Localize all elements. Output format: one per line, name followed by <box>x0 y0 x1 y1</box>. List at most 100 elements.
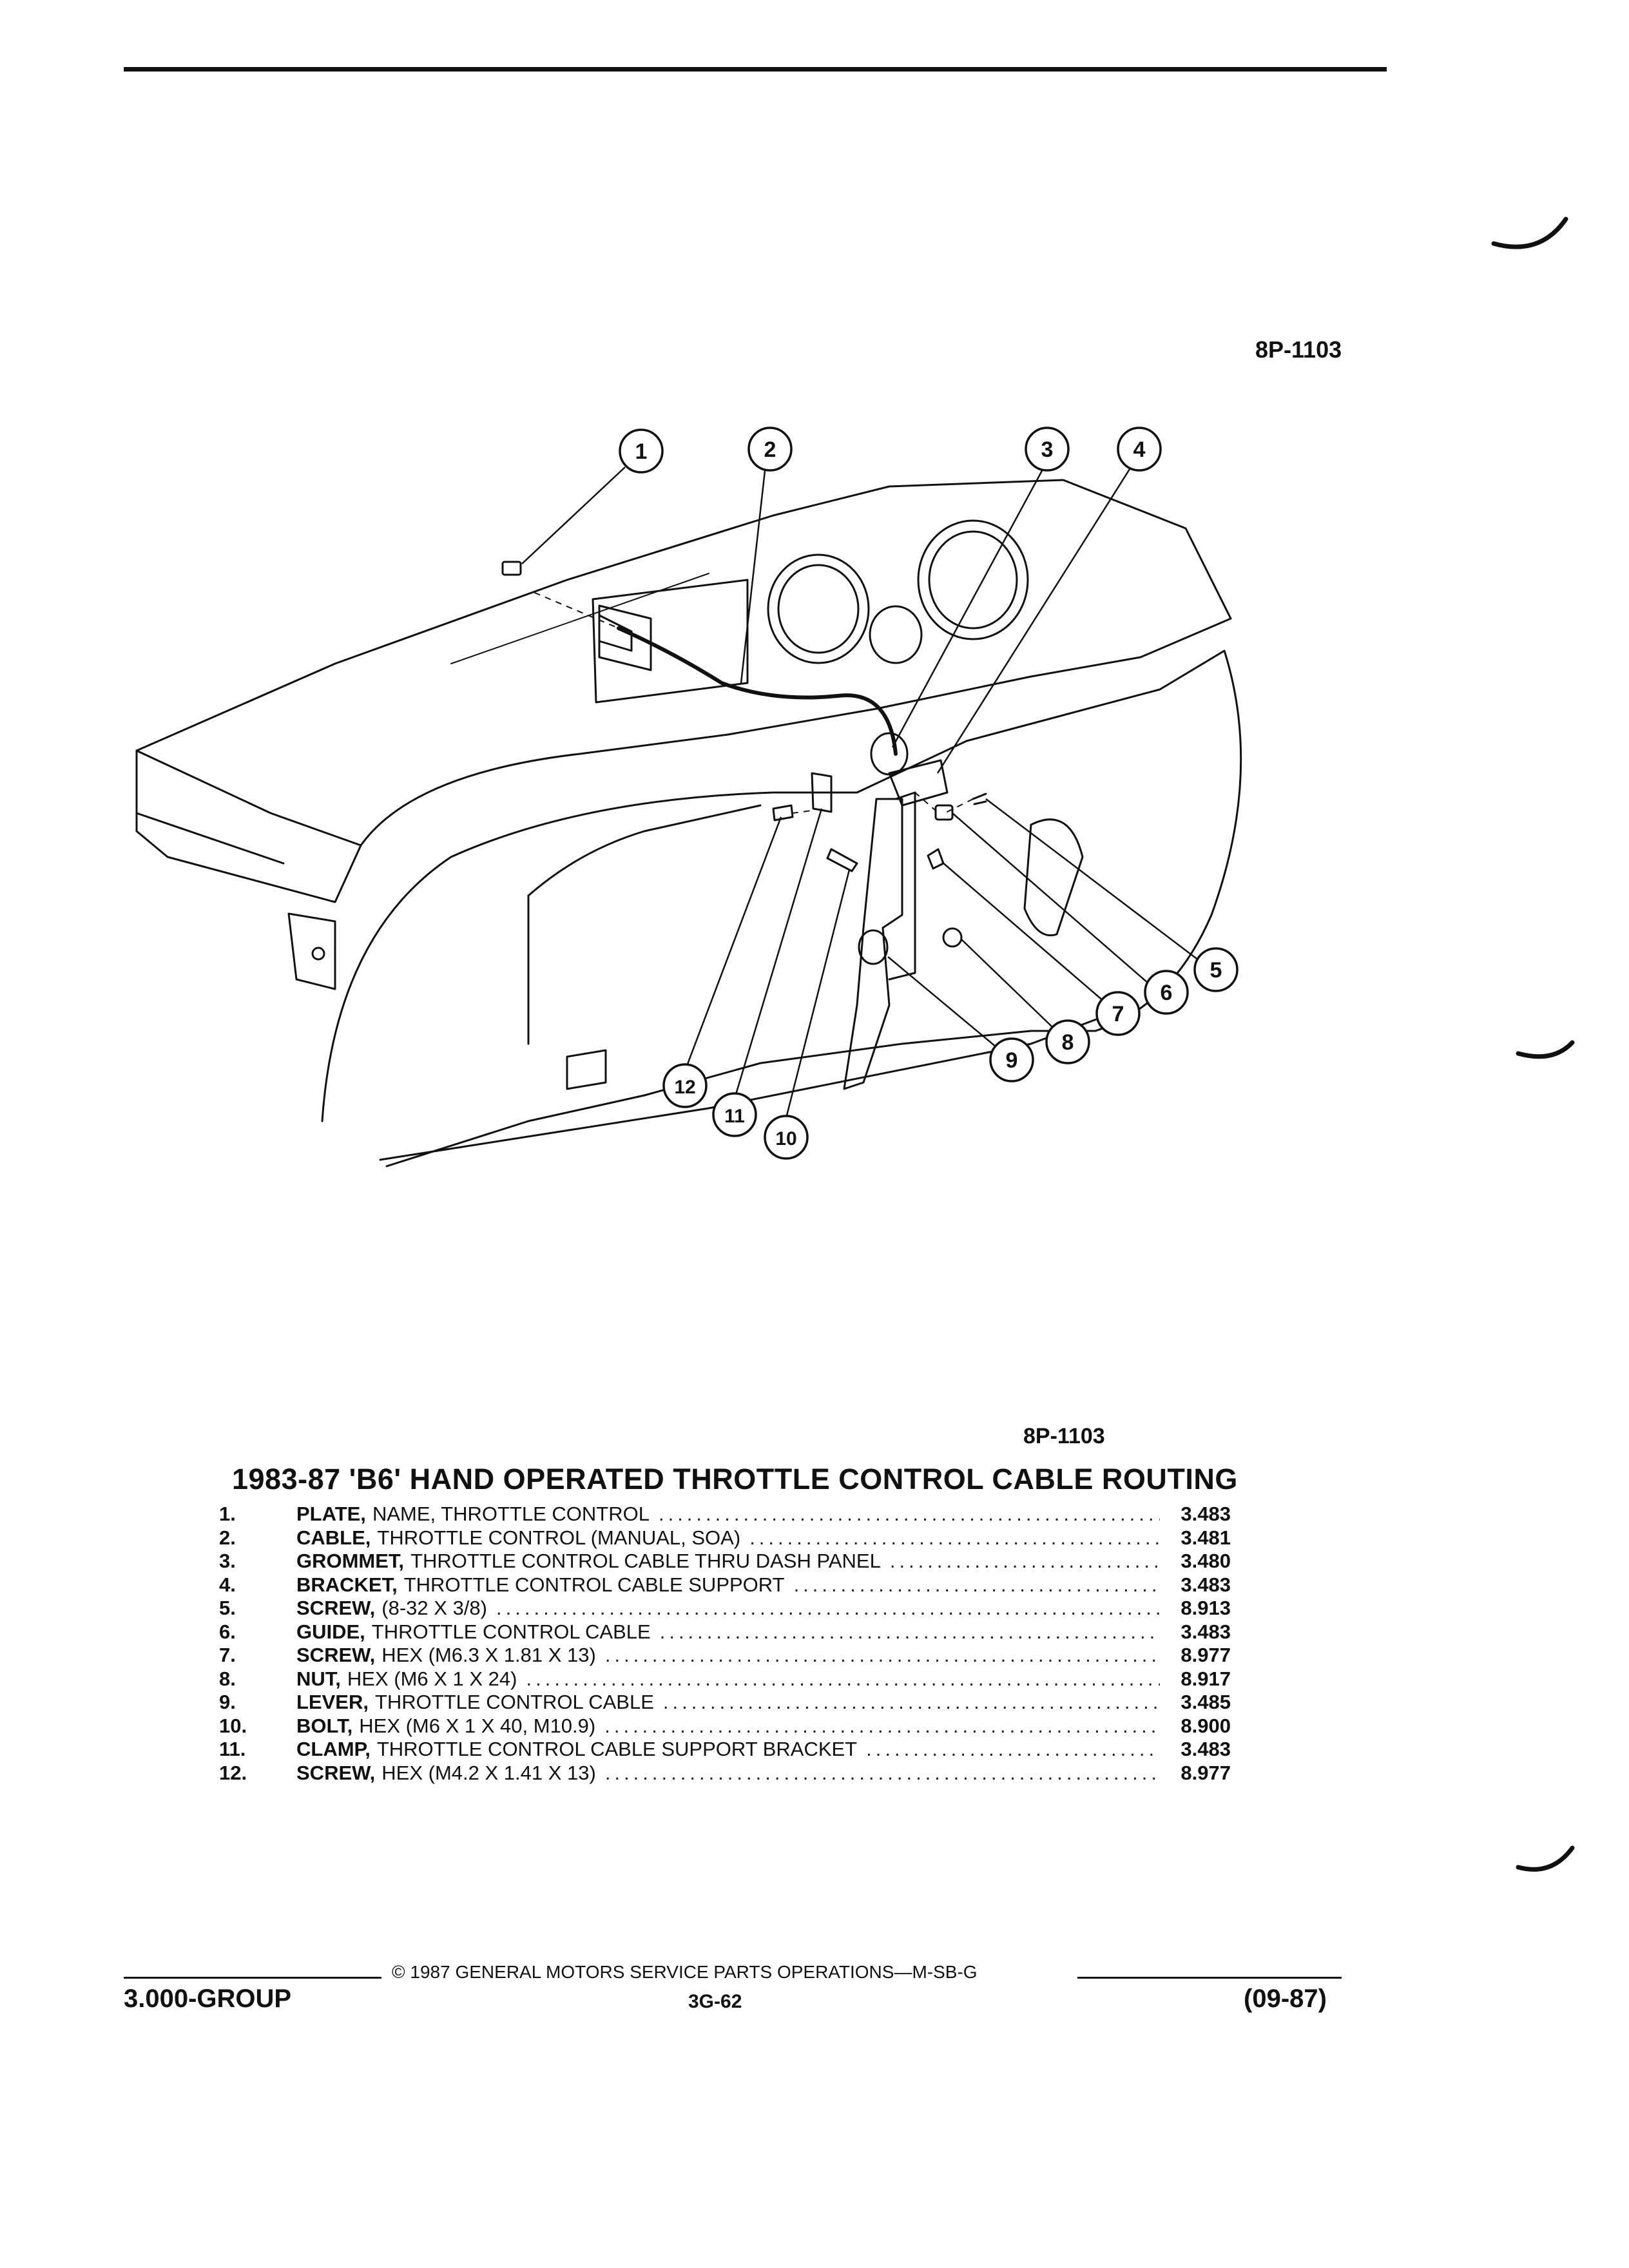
part-4-bracket <box>888 759 949 807</box>
leader-dots <box>881 1550 1160 1573</box>
leader-8 <box>961 939 1068 1043</box>
leader-dots <box>785 1573 1160 1597</box>
dash-left-bracket <box>287 912 336 990</box>
part-group-code: 3.483 <box>1181 1573 1231 1596</box>
leader-2 <box>740 465 767 684</box>
dash-panel-lower <box>385 1030 1032 1168</box>
part-name: LEVER, <box>296 1691 369 1713</box>
gauge-left <box>767 553 870 664</box>
part-group-code: 3.483 <box>1181 1738 1231 1760</box>
lever-pivot <box>858 929 889 965</box>
binding-mark-middle <box>1516 1040 1575 1059</box>
part-description: BOLT, HEX (M6 X 1 X 40, M10.9) <box>296 1715 1160 1738</box>
part-row: 5.SCREW,(8-32 X 3/8)8.913 <box>219 1597 1231 1620</box>
part-12-screw <box>772 804 794 822</box>
dash-hood-line <box>135 812 285 865</box>
part-description: LEVER,THROTTLE CONTROL CABLE <box>296 1691 1160 1714</box>
hidden-line <box>792 810 813 814</box>
part-name: SCREW, <box>296 1644 376 1666</box>
part-name: BRACKET, <box>296 1573 398 1596</box>
lever-plate <box>888 791 916 981</box>
dash-tab <box>566 1049 607 1090</box>
part-name: PLATE, <box>296 1503 366 1525</box>
part-description: GROMMET,THROTTLE CONTROL CABLE THRU DASH… <box>296 1550 1160 1573</box>
part-row: 2.CABLE,THROTTLE CONTROL (MANUAL, SOA)3.… <box>219 1526 1231 1550</box>
part-detail: (8-32 X 3/8) <box>381 1597 487 1619</box>
part-detail: THROTTLE CONTROL CABLE <box>374 1691 654 1713</box>
part-number: 7. <box>219 1644 236 1666</box>
callout-8: 8 <box>1062 1030 1074 1055</box>
part-number: 4. <box>219 1573 236 1596</box>
part-detail: THROTTLE CONTROL (MANUAL, SOA) <box>377 1526 741 1549</box>
footer-rule-left <box>124 1977 381 1979</box>
part-group-code: 3.485 <box>1181 1691 1231 1713</box>
part-description: GUIDE,THROTTLE CONTROL CABLE <box>296 1620 1160 1644</box>
binding-mark-top <box>1491 216 1568 249</box>
part-number: 3. <box>219 1550 236 1572</box>
part-group-code: 8.900 <box>1181 1714 1231 1737</box>
dash-left-end <box>135 749 362 903</box>
part-number: 12. <box>219 1761 247 1784</box>
callout-circle-5 <box>1193 947 1239 992</box>
part-group-code: 3.481 <box>1181 1526 1231 1549</box>
part-number: 11. <box>219 1738 246 1760</box>
dash-panel-inner <box>527 804 762 1045</box>
leader-10 <box>785 869 851 1119</box>
part-description: SCREW,HEX (M4.2 X 1.41 X 13) <box>296 1762 1160 1785</box>
part-description: BRACKET,THROTTLE CONTROL CABLE SUPPORT <box>296 1573 1160 1597</box>
callout-circle-11 <box>712 1092 757 1137</box>
hidden-line <box>947 798 974 812</box>
part-2-cable <box>617 626 898 756</box>
part-row: 12.SCREW,HEX (M4.2 X 1.41 X 13)8.977 <box>219 1762 1231 1785</box>
copyright-notice: © 1987 GENERAL MOTORS SERVICE PARTS OPER… <box>392 1962 978 1982</box>
revision-date: (09-87) <box>1244 1984 1327 2013</box>
part-row: 10.BOLT,HEX (M6 X 1 X 40, M10.9)8.900 <box>219 1715 1231 1738</box>
part-detail: HEX (M4.2 X 1.41 X 13) <box>381 1761 596 1784</box>
callout-3: 3 <box>1041 437 1054 462</box>
part-detail: THROTTLE CONTROL CABLE <box>371 1620 651 1643</box>
part-name: SCREW, <box>296 1761 376 1784</box>
part-detail: HEX (M6.3 X 1.81 X 13) <box>381 1644 596 1666</box>
leader-dots <box>595 1715 1160 1738</box>
part-number: 5. <box>219 1597 236 1619</box>
part-9-lever <box>843 798 903 1090</box>
part-row: 1.PLATE,NAME, THROTTLE CONTROL3.483 <box>219 1503 1231 1526</box>
part-row: 8.NUT,HEX (M6 X 1 X 24)8.917 <box>219 1667 1231 1691</box>
part-3-grommet <box>870 732 909 776</box>
part-name: BOLT, <box>296 1714 353 1737</box>
part-detail: THROTTLE CONTROL CABLE SUPPORT <box>403 1573 785 1596</box>
cluster-opening <box>592 579 749 704</box>
part-number: 6. <box>219 1620 236 1643</box>
gauge-center <box>869 605 923 664</box>
leader-dots <box>596 1762 1160 1785</box>
part-detail: THROTTLE CONTROL CABLE SUPPORT BRACKET <box>376 1738 858 1760</box>
leader-dots <box>596 1644 1160 1667</box>
leader-dots <box>487 1597 1160 1620</box>
part-group-code: 3.480 <box>1181 1550 1231 1572</box>
leader-dots <box>517 1667 1160 1691</box>
leader-11 <box>733 808 823 1099</box>
part-description: SCREW,HEX (M6.3 X 1.81 X 13) <box>296 1644 1160 1667</box>
footer-rule-right <box>1077 1977 1342 1979</box>
leader-dots <box>654 1691 1160 1714</box>
part-11-clamp <box>811 772 833 813</box>
windshield-edge <box>450 573 709 664</box>
leader-1 <box>521 466 626 564</box>
part-number: 9. <box>219 1691 236 1713</box>
callout-2: 2 <box>764 437 776 462</box>
part-name: CABLE, <box>296 1526 371 1549</box>
part-group-code: 3.483 <box>1181 1620 1231 1643</box>
hidden-line <box>914 792 936 811</box>
part-description: CLAMP,THROTTLE CONTROL CABLE SUPPORT BRA… <box>296 1738 1160 1761</box>
callout-circle-10 <box>764 1115 809 1160</box>
callout-circle-9 <box>989 1037 1034 1082</box>
callout-7: 7 <box>1112 1002 1124 1026</box>
part-name: NUT, <box>296 1667 341 1690</box>
part-7-screw <box>927 848 945 870</box>
part-number: 1. <box>219 1503 236 1525</box>
part-detail: HEX (M6 X 1 X 40, M10.9) <box>359 1714 596 1737</box>
callout-circle-3 <box>1025 427 1070 472</box>
part-row: 6. GUIDE,THROTTLE CONTROL CABLE 3.483 <box>219 1620 1231 1644</box>
gauge-right <box>917 519 1029 640</box>
part-row: 11. CLAMP,THROTTLE CONTROL CABLE SUPPORT … <box>219 1738 1231 1762</box>
